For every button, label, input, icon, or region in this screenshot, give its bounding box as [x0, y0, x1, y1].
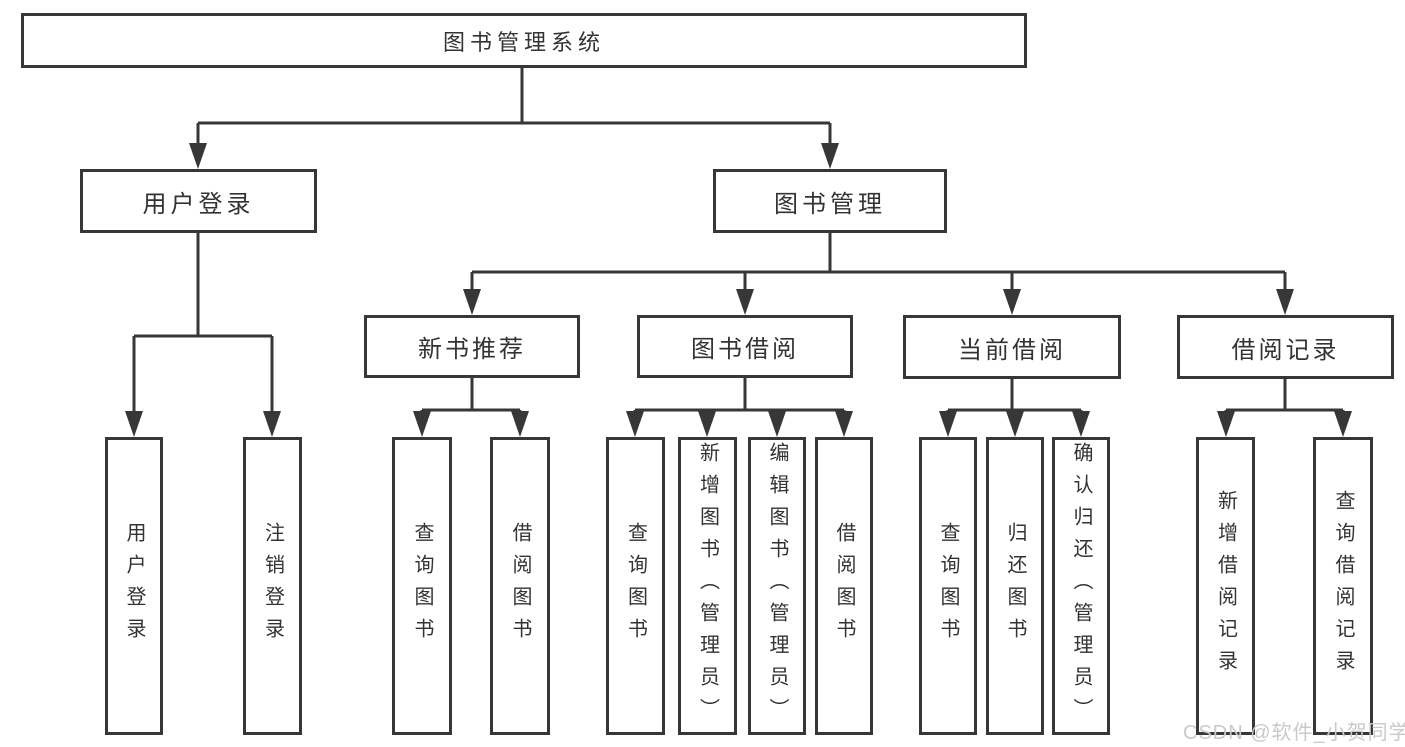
- connector-borrow-records-branch: [1217, 378, 1352, 437]
- node-book-management-system: 图书管理系统: [21, 13, 1027, 68]
- arrowhead-icon: [1276, 289, 1294, 315]
- arrowhead-icon: [1072, 411, 1090, 437]
- leaf-query-borrow-record: 查询借阅记录: [1313, 437, 1373, 735]
- leaf-add-borrow-record: 新增借阅记录: [1196, 437, 1255, 735]
- watermark: CSDN @软件_小贺同学: [1183, 722, 1405, 744]
- arrowhead-icon: [189, 143, 207, 169]
- arrowhead-icon: [463, 289, 481, 315]
- arrowhead-icon: [263, 411, 281, 437]
- arrowhead-icon: [821, 143, 839, 169]
- node-borrowing-records: 借阅记录: [1177, 315, 1394, 379]
- leaf-query-books-current: 查询图书: [919, 437, 977, 735]
- leaf-add-books-admin: 新增图书（管理员）: [678, 437, 737, 735]
- arrowhead-icon: [125, 411, 143, 437]
- leaf-user-login: 用户登录: [105, 437, 163, 735]
- leaf-return-books: 归还图书: [986, 437, 1044, 735]
- arrowhead-icon: [1334, 411, 1352, 437]
- connector-book-borrowing-branch: [626, 378, 853, 437]
- arrowhead-icon: [413, 411, 431, 437]
- node-new-book-recommendation: 新书推荐: [364, 315, 580, 378]
- leaf-logout: 注销登录: [243, 437, 302, 735]
- connector-user-login-branch: [125, 233, 281, 437]
- leaf-borrow-books-newbook: 借阅图书: [490, 437, 550, 735]
- leaf-confirm-return-admin: 确认归还（管理员）: [1052, 437, 1110, 735]
- node-book-borrowing: 图书借阅: [637, 315, 853, 378]
- node-user-login-branch: 用户登录: [80, 169, 317, 233]
- arrowhead-icon: [511, 411, 529, 437]
- arrowhead-icon: [1217, 411, 1235, 437]
- leaf-query-books-newbook: 查询图书: [392, 437, 452, 735]
- connector-new-book-branch: [413, 378, 529, 437]
- arrowhead-icon: [835, 411, 853, 437]
- leaf-edit-books-admin: 编辑图书（管理员）: [748, 437, 806, 735]
- arrowhead-icon: [1006, 411, 1024, 437]
- leaf-borrow-books-borrowing: 借阅图书: [815, 437, 873, 735]
- node-book-management-branch: 图书管理: [713, 169, 947, 233]
- connector-root-to-level2: [189, 68, 839, 169]
- node-current-borrowing: 当前借阅: [903, 315, 1121, 379]
- arrowhead-icon: [698, 411, 716, 437]
- arrowhead-icon: [768, 411, 786, 437]
- arrowhead-icon: [626, 411, 644, 437]
- leaf-query-books-borrowing: 查询图书: [606, 437, 665, 735]
- arrowhead-icon: [736, 289, 754, 315]
- connector-book-management-branch: [463, 233, 1294, 315]
- arrowhead-icon: [1003, 289, 1021, 315]
- arrowhead-icon: [939, 411, 957, 437]
- connector-current-borrowing-branch: [939, 378, 1090, 437]
